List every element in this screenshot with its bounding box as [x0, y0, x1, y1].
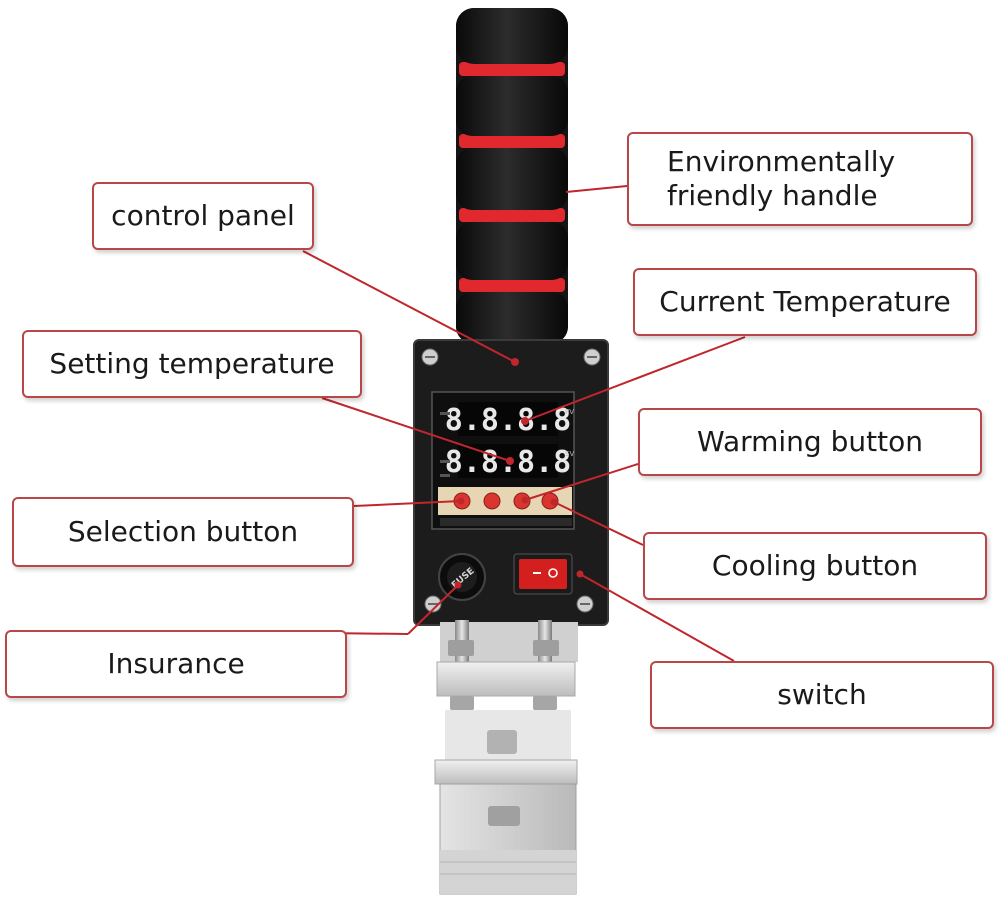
label-insurance: Insurance — [5, 630, 347, 698]
handle-band — [459, 134, 565, 148]
current-temperature-display: 8.8.8.8 — [445, 403, 571, 438]
leader-line-warming — [524, 463, 639, 501]
label-control-panel: control panel — [92, 182, 314, 250]
display-tag-sv: SV — [565, 450, 574, 458]
leader-line-setting-temperature — [321, 397, 511, 462]
label-setting-temperature: Setting temperature — [22, 330, 362, 398]
label-switch: switch — [650, 661, 994, 729]
leader-line-current-temperature — [524, 336, 746, 422]
label-warming-button: Warming button — [638, 408, 982, 476]
fuse-holder: FUSE — [438, 553, 486, 601]
label-selection-button: Selection button — [12, 497, 354, 567]
label-handle: Environmentally friendly handle — [627, 132, 973, 226]
label-switch-text: switch — [777, 677, 867, 711]
display-tag-pv: PV — [565, 408, 574, 416]
handle — [456, 8, 568, 343]
rocker-switch[interactable] — [513, 553, 573, 595]
label-handle-line1: Environmentally — [667, 144, 896, 178]
leader-line-cooling — [553, 501, 644, 546]
label-setting-temperature-text: Setting temperature — [49, 346, 335, 380]
leader-line-switch — [579, 573, 735, 662]
handle-band — [459, 278, 565, 292]
label-control-panel-text: control panel — [111, 198, 295, 232]
leader-dots — [454, 358, 584, 589]
label-current-temperature: Current Temperature — [633, 268, 977, 336]
leader-line-control-panel — [302, 250, 516, 363]
label-current-temperature-text: Current Temperature — [659, 284, 951, 318]
label-insurance-text: Insurance — [107, 646, 245, 680]
label-cooling-button-text: Cooling button — [711, 548, 919, 582]
label-cooling-button: Cooling button — [643, 532, 987, 600]
label-warming-button-text: Warming button — [697, 424, 923, 458]
handle-band — [459, 208, 565, 222]
upper-plate — [436, 661, 576, 697]
leader-line-selection — [353, 500, 462, 507]
leader-line-insurance-2 — [407, 584, 459, 635]
middle-plate — [434, 759, 578, 785]
press-mechanism — [434, 620, 578, 895]
label-selection-button-text: Selection button — [67, 514, 299, 548]
handle-band — [459, 62, 565, 76]
leader-line-handle — [565, 185, 628, 193]
label-handle-line2: friendly handle — [667, 179, 878, 212]
shift-button[interactable] — [483, 492, 501, 510]
